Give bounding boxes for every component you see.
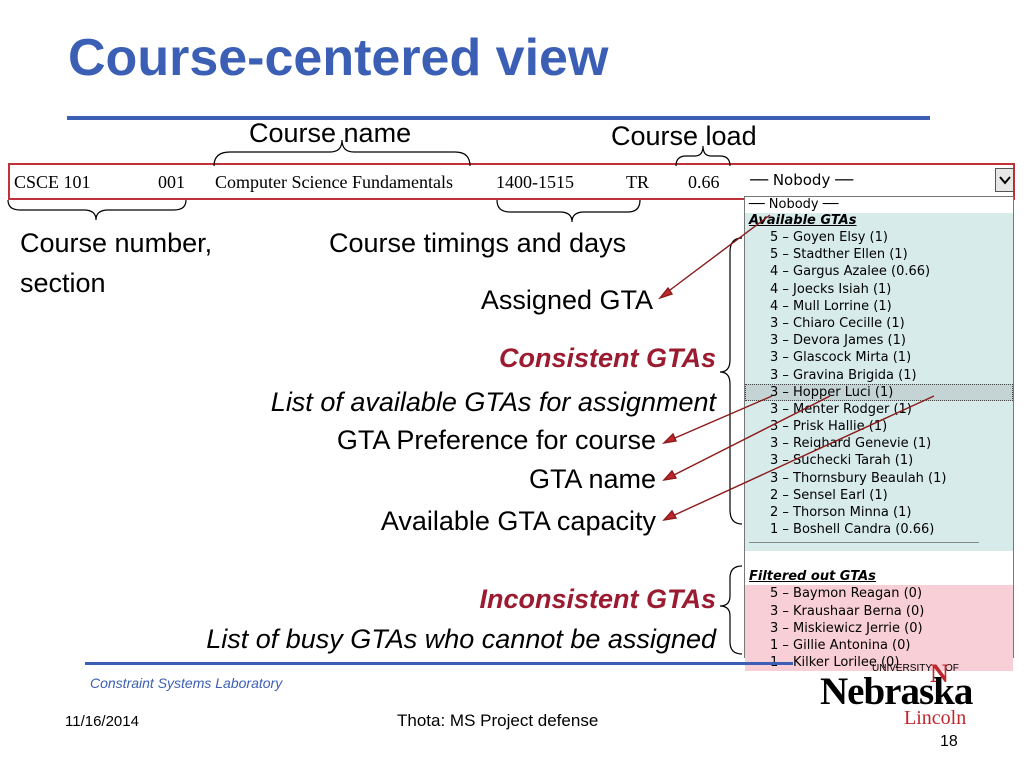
filtered-gta-option[interactable]: 5 – Baymon Reagan (0) [770,586,923,602]
available-gta-option[interactable]: 3 – Reighard Genevie (1) [770,436,932,452]
label-gta-name: GTA name [528,464,656,494]
available-gta-option[interactable]: 1 – Boshell Candra (0.66) [770,522,935,538]
available-gta-option[interactable]: 4 – Joecks Isiah (1) [770,281,892,297]
slide-title: Course-centered view [68,29,609,87]
course-time: 1400-1515 [496,172,574,192]
available-gta-option[interactable]: 3 – Prisk Hallie (1) [770,419,888,435]
brace-inconsistent [719,565,743,655]
brace-course-timings [496,199,641,223]
available-gta-option[interactable]: 4 – Mull Lorrine (1) [770,298,892,314]
available-gta-option[interactable]: 4 – Gargus Azalee (0.66) [770,264,931,280]
filtered-gtas-list: 5 – Baymon Reagan (0)3 – Kraushaar Berna… [745,585,1013,671]
course-name: Computer Science Fundamentals [215,172,453,192]
available-gta-option[interactable]: 5 – Goyen Elsy (1) [770,230,888,245]
label-course-name: Course name [249,118,412,148]
course-number: CSCE 101 [14,172,91,192]
course-load: 0.66 [688,172,720,192]
available-gta-option[interactable]: 3 – Suchecki Tarah (1) [770,453,914,469]
chevron-down-icon [998,176,1011,185]
logo-university-text: UNIVERSITY [872,663,933,674]
logo-nebraska-text: Nebraska [820,670,973,713]
available-gta-option[interactable]: 3 – Glascock Mirta (1) [770,350,912,366]
filtered-gta-option[interactable]: 1 – Gillie Antonina (0) [770,637,911,653]
label-gta-preference: GTA Preference for course [336,425,656,455]
dropdown-button[interactable] [995,168,1014,192]
filtered-gta-option[interactable]: 3 – Miskiewicz Jerrie (0) [770,620,923,636]
label-course-number-line2: section [20,268,106,298]
footer-title: Thota: MS Project defense [397,711,599,730]
logo-n-mark: N [930,659,949,688]
university-logo: UNIVERSITY OF N Nebraska Lincoln [818,659,973,729]
footer-rule [85,662,793,665]
footer-lab-name: Constraint Systems Laboratory [90,675,283,691]
label-available-list: List of available GTAs for assignment [270,387,716,417]
option-nobody[interactable]: ── Nobody ── [749,197,839,212]
filtered-gta-option[interactable]: 3 – Kraushaar Berna (0) [770,603,925,619]
label-busy-list: List of busy GTAs who cannot be assigned [206,624,716,654]
filtered-gta-option[interactable]: 1 – Kilker Lorilee (0) [770,655,900,671]
label-inconsistent-gtas: Inconsistent GTAs [479,584,716,614]
available-gta-option[interactable]: 2 – Thorson Minna (1) [770,505,912,520]
available-gtas-list: 5 – Goyen Elsy (1) 5 – Stadther Ellen (1)… [745,229,1013,538]
filtered-gtas-group: Filtered out GTAs 5 – Baymon Reagan (0)3… [745,569,1013,672]
available-gta-option[interactable]: 3 – Gravina Brigida (1) [770,367,917,383]
filtered-gtas-header: Filtered out GTAs [745,569,1013,586]
available-gta-option[interactable]: 3 – Thornsbury Beaulah (1) [770,470,947,486]
page-number: 18 [940,733,958,750]
title-underline [67,116,930,120]
brace-consistent [719,237,743,525]
label-course-timings: Course timings and days [329,228,627,258]
divider [749,542,979,544]
available-gta-option[interactable]: 2 – Sensel Earl (1) [770,487,888,503]
logo-of-text: OF [945,663,959,674]
available-gta-option[interactable]: 3 – Devora James (1) [770,333,906,349]
course-days: TR [626,172,650,192]
course-row: CSCE 101 001 Computer Science Fundamenta… [8,163,1015,200]
label-course-load: Course load [611,121,757,151]
footer-date: 11/16/2014 [65,713,139,730]
label-gta-capacity: Available GTA capacity [380,506,656,536]
course-section: 001 [158,172,185,192]
available-gta-option[interactable]: 3 – Chiaro Cecille (1) [770,315,905,331]
available-gta-option[interactable]: 3 – Menter Rodger (1) [770,401,912,417]
brace-course-number [7,199,187,221]
available-gta-option[interactable]: 3 – Hopper Luci (1) [745,383,1013,401]
available-gtas-group: Available GTAs 5 – Goyen Elsy (1) 5 – Sta… [745,213,1013,552]
gta-select[interactable]: ── Nobody ── [744,168,992,193]
gta-dropdown-list[interactable]: ── Nobody ── Available GTAs 5 – Goyen El… [744,196,1014,672]
available-gta-option[interactable]: 5 – Stadther Ellen (1) [770,247,908,263]
group-gap [745,551,1013,570]
label-consistent-gtas: Consistent GTAs [498,343,716,373]
logo-lincoln-text: Lincoln [904,707,967,729]
label-course-number-line1: Course number, [20,228,213,258]
available-gtas-header: Available GTAs [749,213,857,228]
label-assigned-gta: Assigned GTA [480,285,653,315]
